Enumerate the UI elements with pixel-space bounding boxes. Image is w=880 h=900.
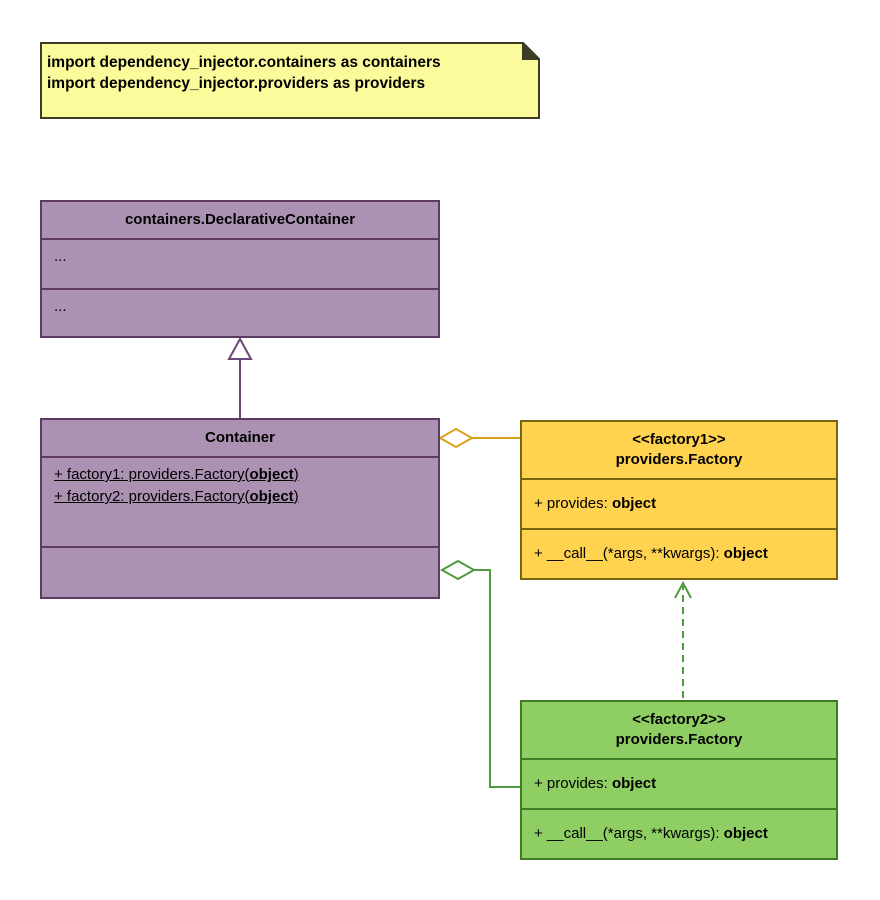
note-text: import dependency_injector.containers as… — [47, 52, 520, 94]
note-fold-corner-icon — [522, 42, 540, 60]
provides-attribute: + provides: object — [534, 493, 656, 515]
ellipsis-text: ... — [54, 248, 67, 265]
call-method: + __call__(*args, **kwargs): object — [534, 543, 768, 565]
class-factory1-title: <<factory1>> providers.Factory — [522, 422, 836, 478]
attribute-text: + factory1: providers.Factory( — [54, 466, 250, 483]
call-method: + __call__(*args, **kwargs): object — [534, 823, 768, 845]
note-background — [40, 42, 540, 119]
factory1-stereotype: <<factory1>> — [632, 431, 726, 448]
class-container: Container + factory1: providers.Factory(… — [40, 418, 440, 599]
method-text: + __call__(*args, **kwargs): — [534, 825, 724, 842]
class-container-title: Container — [204, 429, 275, 446]
ellipsis-text: ... — [54, 298, 67, 315]
attribute-text: + factory2: providers.Factory( — [54, 488, 250, 505]
class-factory2: <<factory2>> providers.Factory + provide… — [520, 700, 838, 860]
attribute-text: + provides: — [534, 495, 612, 512]
note-line-2: import dependency_injector.providers as … — [47, 75, 426, 92]
attribute-type: object — [611, 495, 657, 512]
method-return-type: object — [723, 545, 768, 562]
note-line-1: import dependency_injector.containers as… — [47, 54, 441, 71]
class-declarative-container-attributes: ... — [42, 238, 438, 288]
inheritance-triangle — [227, 336, 253, 360]
note-shape — [40, 42, 540, 119]
aggregation-diamond-factory1 — [437, 427, 475, 449]
factory1-name: providers.Factory — [615, 451, 743, 468]
dependency-arrowhead — [674, 580, 692, 599]
class-container-methods — [42, 546, 438, 597]
class-factory2-title: <<factory2>> providers.Factory — [522, 702, 836, 758]
class-factory2-attributes: + provides: object — [522, 758, 836, 808]
class-factory1-methods: + __call__(*args, **kwargs): object — [522, 528, 836, 578]
attribute-type: object — [611, 775, 657, 792]
class-container-attributes: + factory1: providers.Factory(object) + … — [42, 456, 438, 546]
class-factory1: <<factory1>> providers.Factory + provide… — [520, 420, 838, 580]
class-declarative-container: containers.DeclarativeContainer ... ... — [40, 200, 440, 338]
method-text: + __call__(*args, **kwargs): — [534, 545, 724, 562]
attribute-text: ) — [293, 488, 299, 505]
class-factory2-methods: + __call__(*args, **kwargs): object — [522, 808, 836, 858]
aggregation-line-factory2 — [474, 569, 520, 788]
class-factory1-attributes: + provides: object — [522, 478, 836, 528]
import-note: import dependency_injector.containers as… — [40, 42, 540, 119]
aggregation-diamond-factory2 — [439, 559, 477, 581]
attribute-type: object — [249, 488, 294, 505]
method-return-type: object — [723, 825, 768, 842]
factory2-stereotype: <<factory2>> — [632, 711, 726, 728]
container-attribute-factory2: + factory2: providers.Factory(object) — [54, 486, 426, 508]
attribute-type: object — [249, 466, 294, 483]
attribute-text: + provides: — [534, 775, 612, 792]
provides-attribute: + provides: object — [534, 773, 656, 795]
class-declarative-container-methods: ... — [42, 288, 438, 336]
class-declarative-container-title: containers.DeclarativeContainer — [124, 211, 356, 228]
container-attribute-factory1: + factory1: providers.Factory(object) — [54, 464, 426, 486]
attribute-text: ) — [293, 466, 299, 483]
factory2-name: providers.Factory — [615, 731, 743, 748]
